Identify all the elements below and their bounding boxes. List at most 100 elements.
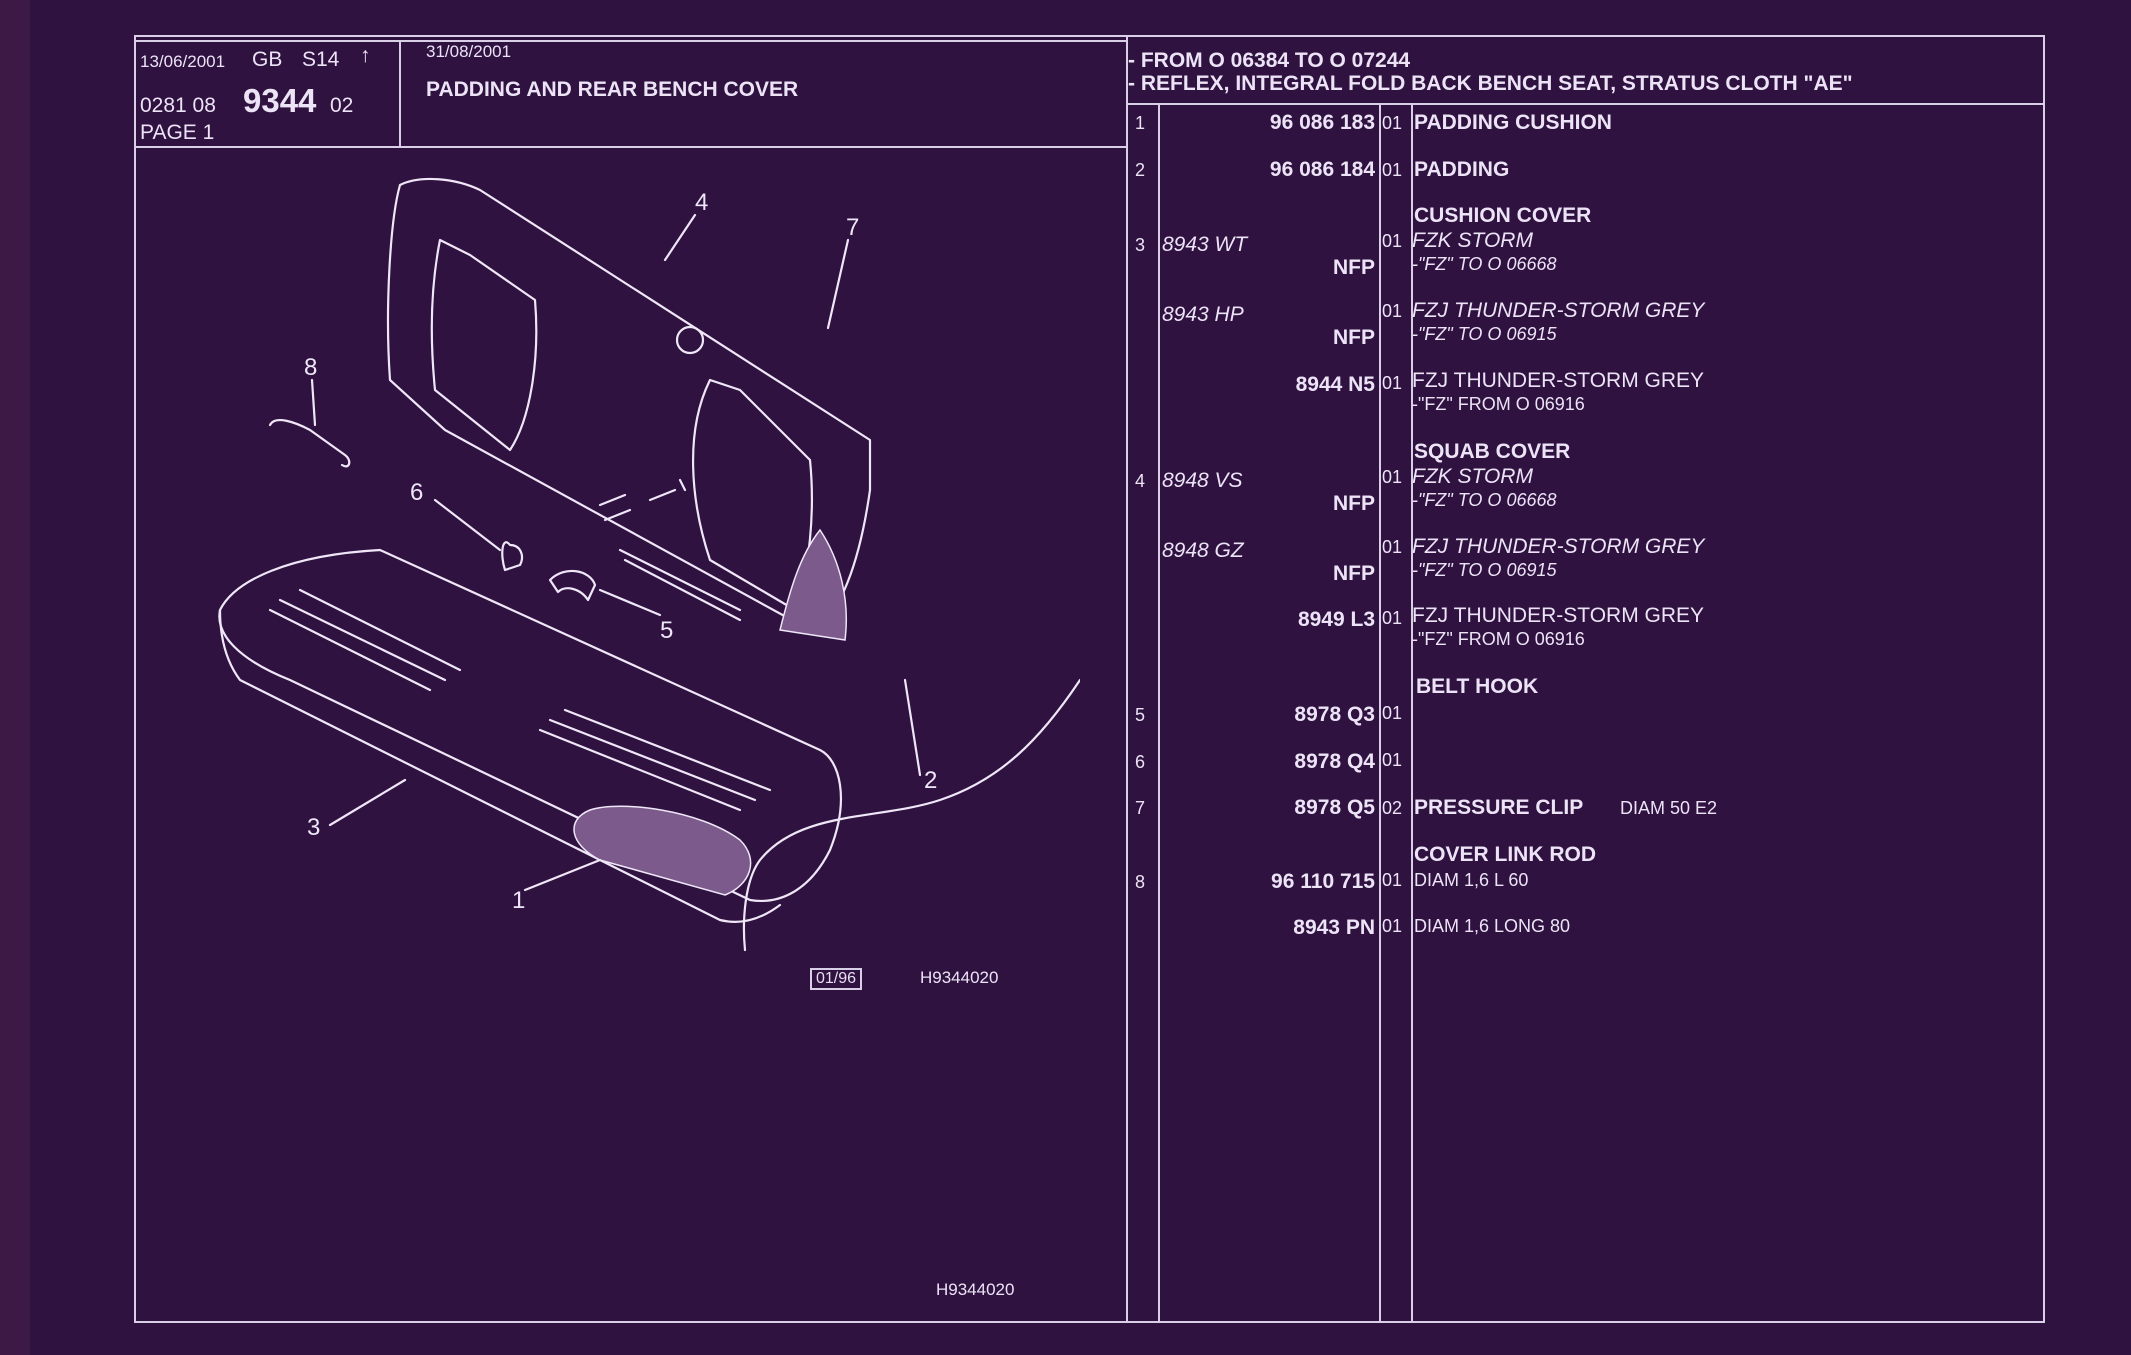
belt-hook-left bbox=[501, 541, 524, 572]
header-group: 0281 08 bbox=[140, 94, 216, 117]
code-cell: 8948 VS bbox=[1162, 469, 1243, 492]
diagram-stamp: 01/96 bbox=[810, 968, 863, 990]
qty-cell: 01 bbox=[1382, 373, 1403, 393]
qty-cell: 01 bbox=[1382, 870, 1403, 890]
bench-seat-diagram: 4 7 8 6 5 2 3 1 bbox=[218, 177, 1080, 952]
cushion-left-panel bbox=[268, 588, 462, 692]
callout-5: 5 bbox=[660, 617, 673, 644]
callout-8: 8 bbox=[304, 354, 317, 381]
header-suffix: 02 bbox=[330, 94, 354, 117]
squab-fixing bbox=[598, 478, 687, 522]
ref-cell: 8 bbox=[1135, 872, 1146, 892]
qty-cell: 01 bbox=[1382, 301, 1403, 321]
header-divider bbox=[399, 40, 401, 148]
part-number-cell: NFP bbox=[1333, 562, 1375, 585]
desc-cell: PADDING bbox=[1414, 158, 1510, 181]
callout-2: 2 bbox=[924, 767, 937, 794]
part-number-cell: 8943 PN bbox=[1293, 916, 1375, 939]
header-arrow-icon: ↑ bbox=[360, 44, 371, 67]
sub-cell: -"FZ" TO O 06668 bbox=[1412, 490, 1557, 510]
part-number-cell: 8949 L3 bbox=[1297, 608, 1375, 631]
ref-cell: 5 bbox=[1135, 705, 1146, 725]
code-cell: 8943 HP bbox=[1162, 303, 1244, 326]
qty-cell: 01 bbox=[1382, 608, 1403, 628]
qty-cell: 01 bbox=[1382, 231, 1403, 251]
pressure-clip-part bbox=[675, 325, 705, 355]
leader-7 bbox=[826, 238, 850, 330]
ref-cell: 6 bbox=[1135, 752, 1146, 772]
qty-cell: 01 bbox=[1382, 750, 1403, 770]
desc-cell: FZJ THUNDER-STORM GREY bbox=[1412, 369, 1705, 392]
desc-cell: PRESSURE CLIP bbox=[1414, 796, 1584, 819]
header-date-2: 31/08/2001 bbox=[426, 42, 512, 61]
leader-1 bbox=[523, 858, 602, 892]
cushion-front-face bbox=[218, 608, 782, 923]
qty-cell: 01 bbox=[1382, 160, 1403, 180]
link-rod-part bbox=[268, 418, 351, 468]
qty-cell: 01 bbox=[1382, 703, 1403, 723]
header-plate: 9344 bbox=[243, 82, 317, 119]
sub-cell: -"FZ" FROM O 06916 bbox=[1412, 394, 1585, 414]
ref-cell: 7 bbox=[1135, 798, 1146, 818]
part-number-cell: 8978 Q5 bbox=[1294, 796, 1375, 819]
squab-left-panel bbox=[430, 238, 538, 452]
header-date-1: 13/06/2001 bbox=[140, 52, 226, 71]
part-number-cell: 96 110 715 bbox=[1271, 870, 1375, 893]
desc-cell: FZJ THUNDER-STORM GREY bbox=[1412, 604, 1705, 627]
part-number-cell: NFP bbox=[1333, 492, 1375, 515]
ref-cell: 3 bbox=[1135, 235, 1146, 255]
qty-cell: 02 bbox=[1382, 798, 1403, 818]
qty-cell: 01 bbox=[1382, 916, 1403, 936]
ref-cell: 1 bbox=[1135, 113, 1146, 133]
sub-cell: -"FZ" TO O 06915 bbox=[1412, 324, 1557, 344]
left-margin bbox=[0, 0, 30, 1355]
range-divider bbox=[1126, 103, 2045, 105]
footer-ref: H9344020 bbox=[936, 1280, 1015, 1299]
sub-cell: -"FZ" TO O 06915 bbox=[1412, 560, 1557, 580]
outer-frame bbox=[134, 35, 2045, 1323]
ref-cell: 4 bbox=[1135, 471, 1146, 491]
squab-padding-patch bbox=[779, 528, 848, 641]
desc-cell: FZJ THUNDER-STORM GREY bbox=[1412, 535, 1705, 558]
range-line-1: - FROM O 06384 TO O 07244 bbox=[1128, 49, 1411, 72]
part-number-cell: 8978 Q4 bbox=[1294, 750, 1375, 773]
part-number-cell: NFP bbox=[1333, 326, 1375, 349]
part-number-cell: 96 086 183 bbox=[1269, 111, 1375, 134]
squab-seam bbox=[618, 548, 742, 622]
header-model: S14 bbox=[302, 48, 340, 71]
leader-3 bbox=[328, 778, 407, 827]
callout-7: 7 bbox=[846, 214, 859, 241]
col-qty-divider-left bbox=[1379, 103, 1381, 1323]
callout-6: 6 bbox=[410, 479, 423, 506]
parts-sheet: 13/06/2001 GB S14 ↑ 0281 08 9344 02 PAGE… bbox=[30, 0, 2131, 1355]
panel-divider bbox=[1126, 35, 1128, 1323]
header-country: GB bbox=[252, 48, 283, 71]
belt-hook-right bbox=[548, 569, 597, 602]
section-heading: CUSHION COVER bbox=[1414, 204, 1592, 227]
desc-cell: FZK STORM bbox=[1412, 229, 1533, 252]
leader-5 bbox=[598, 588, 662, 617]
header-page: PAGE 1 bbox=[140, 121, 215, 144]
desc-cell: FZK STORM bbox=[1412, 465, 1533, 488]
code-cell: 8948 GZ bbox=[1162, 539, 1244, 562]
col-ref-divider bbox=[1158, 103, 1160, 1323]
desc-cell: FZJ THUNDER-STORM GREY bbox=[1412, 299, 1705, 322]
page-title: PADDING AND REAR BENCH COVER bbox=[426, 78, 799, 101]
desc-cell: PADDING CUSHION bbox=[1414, 111, 1612, 134]
section-heading: BELT HOOK bbox=[1416, 675, 1539, 698]
stray-pen-line bbox=[742, 678, 1080, 952]
leader-6 bbox=[433, 498, 502, 552]
part-number-cell: 8944 N5 bbox=[1295, 373, 1375, 396]
code-cell: 8943 WT bbox=[1162, 233, 1248, 256]
cushion-right-panel bbox=[538, 708, 772, 812]
qty-cell: 01 bbox=[1382, 113, 1403, 133]
cushion-outline bbox=[218, 548, 842, 902]
sub-cell: -"FZ" TO O 06668 bbox=[1412, 254, 1557, 274]
cushion-padding-patch bbox=[573, 805, 752, 896]
part-number-cell: 8978 Q3 bbox=[1294, 703, 1375, 726]
range-line-2: - REFLEX, INTEGRAL FOLD BACK BENCH SEAT,… bbox=[1128, 72, 1853, 95]
leader-8 bbox=[310, 378, 317, 427]
qty-cell: 01 bbox=[1382, 537, 1403, 557]
section-heading: COVER LINK ROD bbox=[1414, 843, 1597, 866]
col-qty-divider-right bbox=[1411, 103, 1413, 1323]
